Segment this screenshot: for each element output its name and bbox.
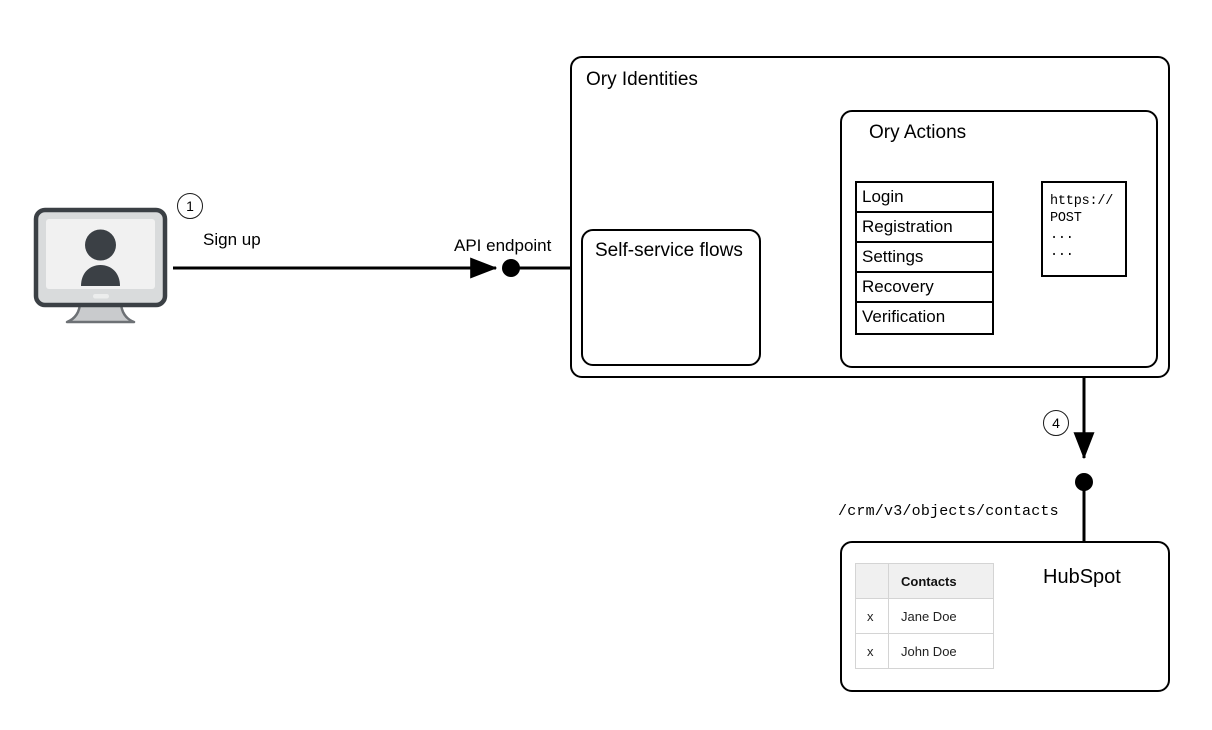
webhook-request-box: https:// POST ... ... xyxy=(1041,181,1127,277)
user-monitor-icon xyxy=(33,207,168,326)
flow-list-item-verification[interactable]: Verification xyxy=(857,303,992,333)
contacts-table: Contacts x Jane Doe x John Doe xyxy=(855,563,994,669)
table-cell-flag: x xyxy=(855,598,889,634)
hubspot-title: HubSpot xyxy=(1043,566,1121,588)
table-cell-flag: x xyxy=(855,633,889,669)
api-endpoint-dot xyxy=(502,259,520,277)
ory-identities-title: Ory Identities xyxy=(586,69,698,90)
table-cell-name: Jane Doe xyxy=(888,598,994,634)
self-service-flows-box xyxy=(581,229,761,366)
table-header-row: Contacts xyxy=(855,563,994,599)
step-badge-4: 4 xyxy=(1043,410,1069,436)
webhook-line-body-2: ... xyxy=(1050,245,1074,260)
table-header-contacts: Contacts xyxy=(888,563,994,599)
flow-list-item-registration[interactable]: Registration xyxy=(857,213,992,243)
ory-actions-title: Ory Actions xyxy=(869,122,967,143)
table-header-flag xyxy=(855,563,889,599)
webhook-line-method: POST xyxy=(1050,211,1082,226)
edge-label-crm-path: /crm/v3/objects/contacts xyxy=(838,503,1059,520)
step-badge-1: 1 xyxy=(177,193,203,219)
flow-list-item-login[interactable]: Login xyxy=(857,183,992,213)
ory-actions-flow-list: Login Registration Settings Recovery Ver… xyxy=(855,181,994,335)
edge-label-sign-up: Sign up xyxy=(203,230,261,249)
flow-list-item-recovery[interactable]: Recovery xyxy=(857,273,992,303)
webhook-line-body-1: ... xyxy=(1050,228,1074,243)
flow-list-item-settings[interactable]: Settings xyxy=(857,243,992,273)
table-row[interactable]: x Jane Doe xyxy=(855,598,994,634)
edge-label-api-endpoint: API endpoint xyxy=(454,236,552,255)
self-service-flows-title: Self-service flows xyxy=(595,240,743,261)
table-row[interactable]: x John Doe xyxy=(855,633,994,669)
webhook-line-url: https:// xyxy=(1050,194,1114,209)
table-cell-name: John Doe xyxy=(888,633,994,669)
